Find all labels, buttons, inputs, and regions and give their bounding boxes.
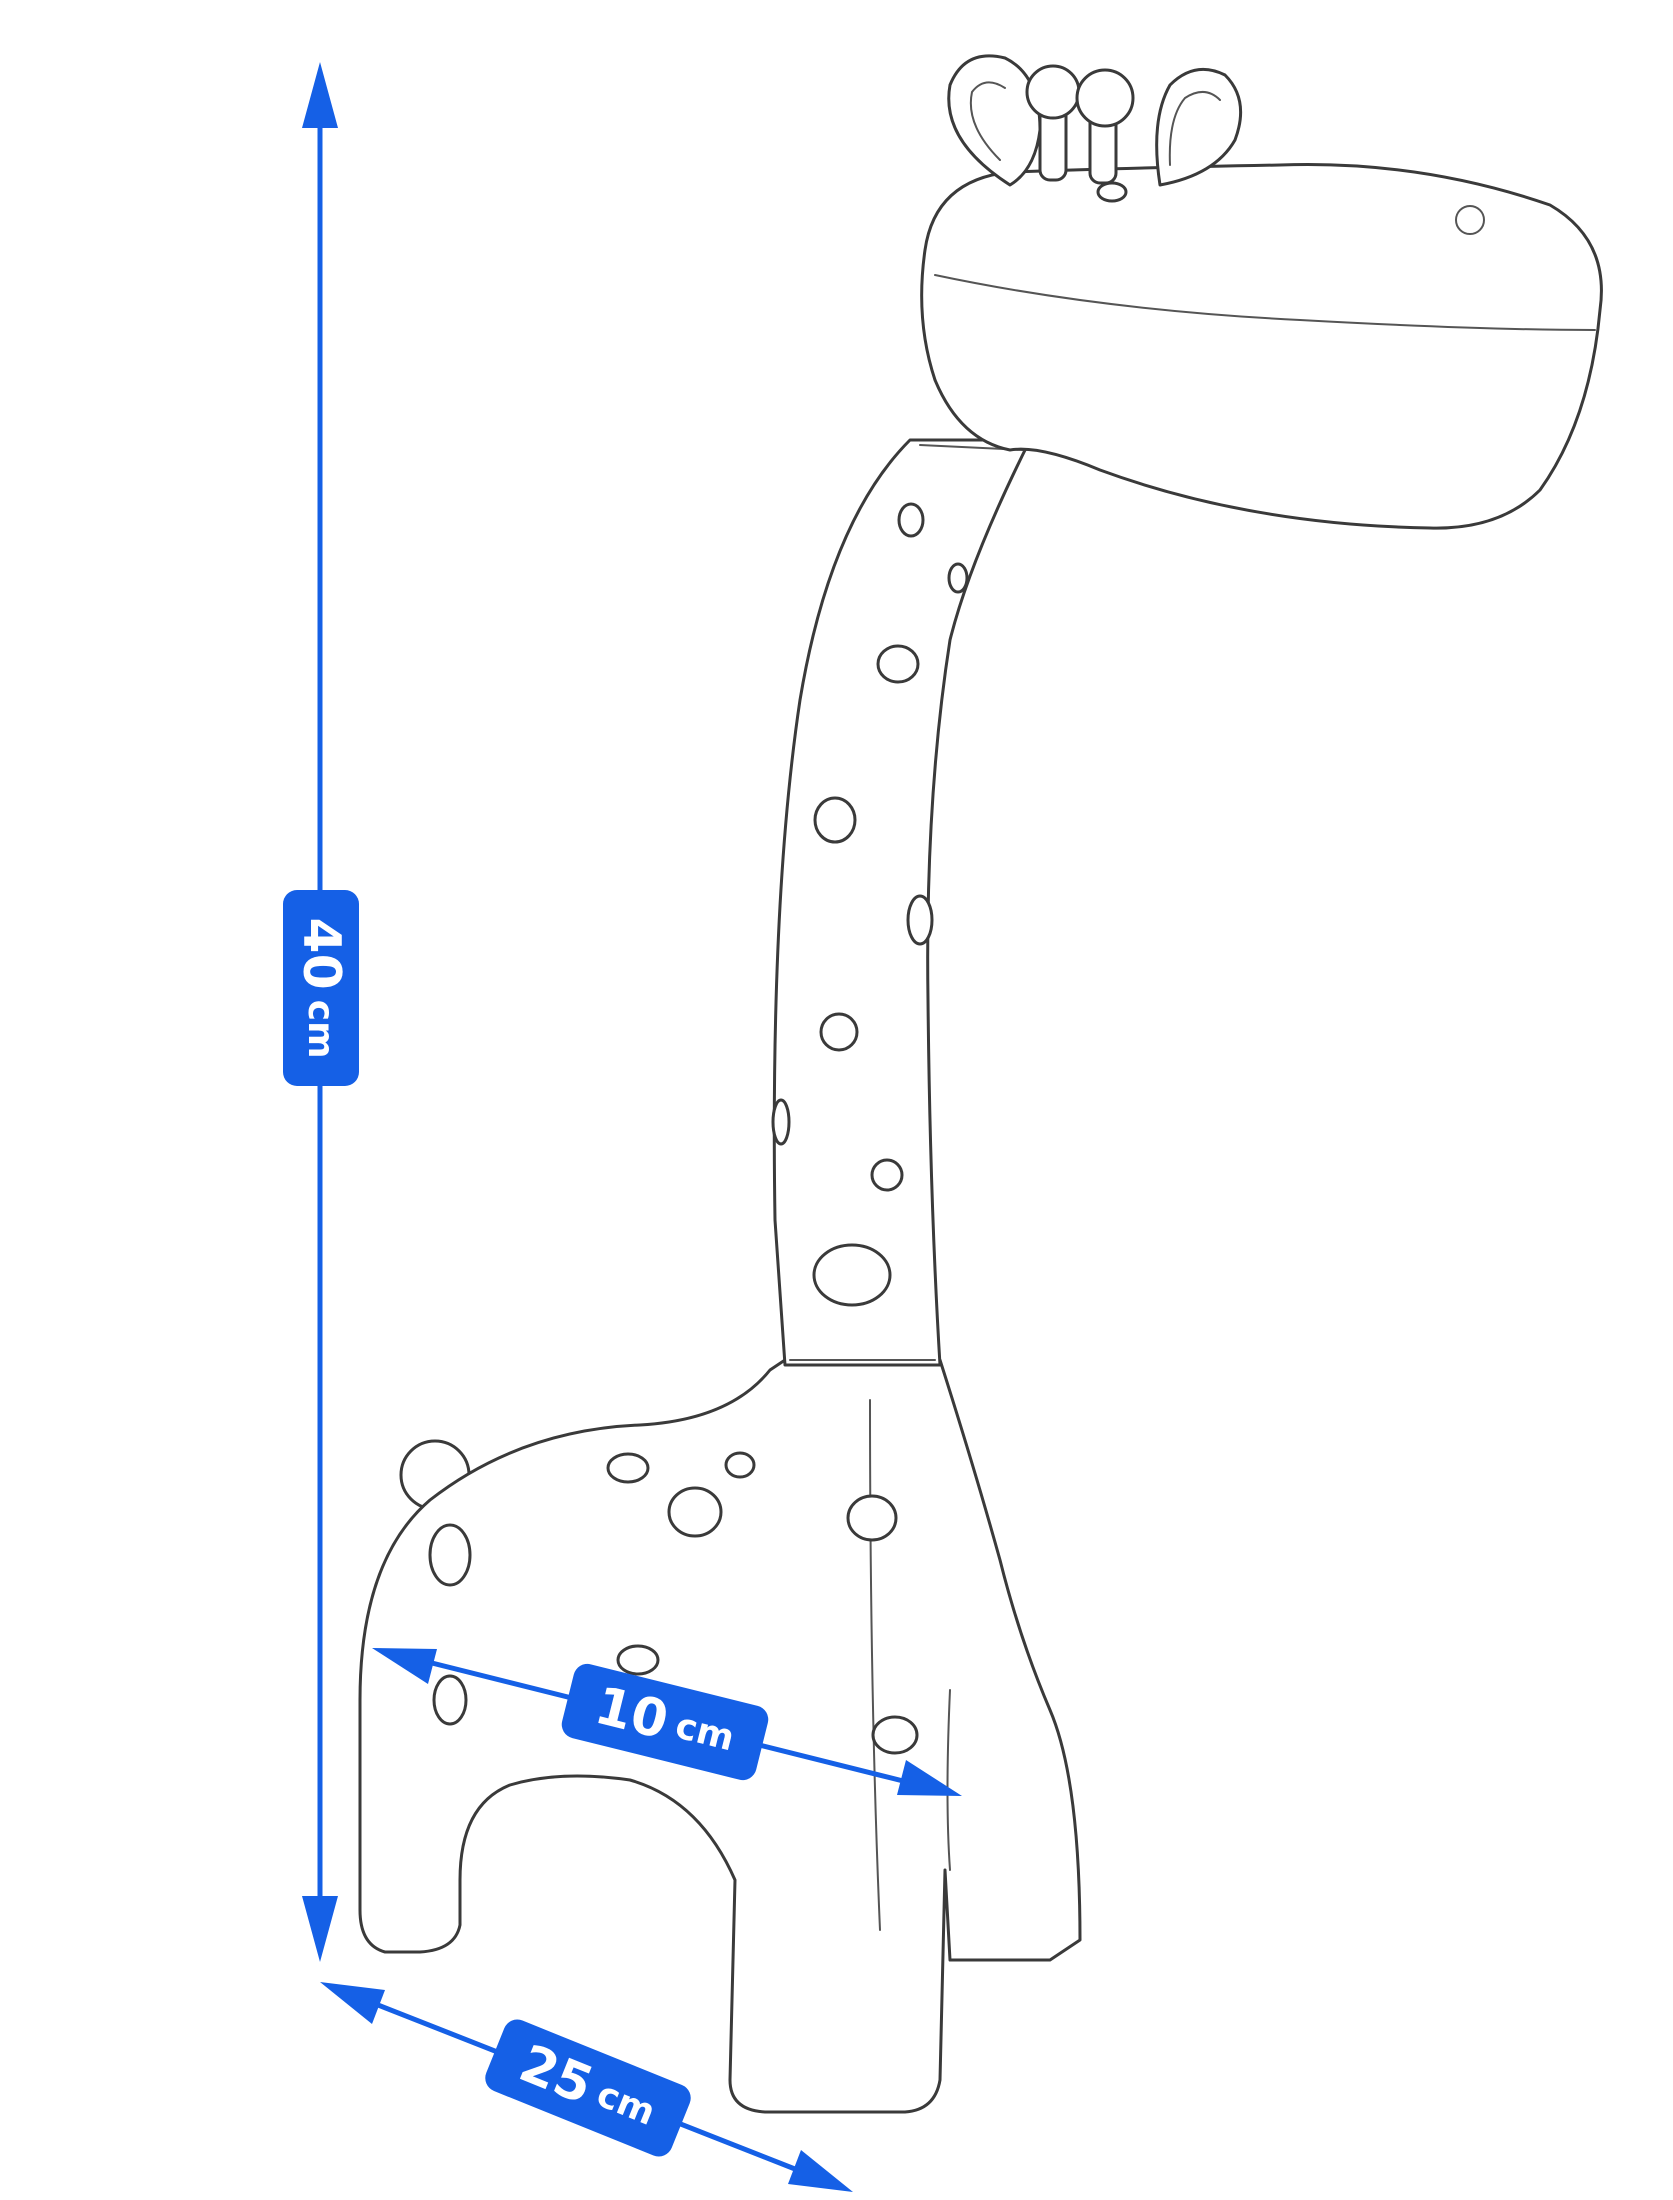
giraffe-right-ear-inner: [1168, 91, 1221, 166]
giraffe-spot: [771, 1098, 791, 1146]
body-width-dimension: 10cm: [372, 1648, 962, 1796]
giraffe-spot: [897, 502, 925, 538]
base-depth-arrowhead-left: [320, 1982, 385, 2024]
giraffe-spot: [947, 562, 969, 594]
base-depth-arrowhead-right: [788, 2150, 853, 2192]
height-label: 40 cm: [291, 917, 351, 1058]
giraffe-spot: [870, 1158, 904, 1192]
giraffe-spot: [876, 644, 920, 684]
giraffe-spot: [846, 1494, 898, 1542]
giraffe-spot: [813, 796, 857, 844]
base-depth-label-box: [485, 2019, 691, 2157]
body-width-arrowhead-left: [372, 1648, 437, 1684]
giraffe-leg-seam: [869, 1399, 881, 1931]
height-unit: cm: [301, 1000, 342, 1059]
giraffe-nostril: [1455, 205, 1485, 235]
giraffe-lamp-illustration: [358, 54, 1603, 2114]
giraffe-eye: [1096, 181, 1128, 203]
height-label-box: [283, 890, 359, 1086]
giraffe-spot: [606, 1452, 650, 1484]
giraffe-horn-knob: [1025, 64, 1081, 120]
height-arrowhead-top: [302, 62, 338, 128]
giraffe-spot: [724, 1451, 756, 1479]
body-width-label-box: [561, 1663, 769, 1781]
giraffe-spot: [819, 1012, 859, 1052]
giraffe-spot: [428, 1523, 472, 1587]
giraffe-head: [920, 163, 1603, 530]
giraffe-spot: [616, 1644, 660, 1676]
height-dimension: 40 cm: [283, 62, 359, 1962]
giraffe-spot: [812, 1243, 892, 1307]
giraffe-spot: [906, 894, 934, 946]
height-value: 40: [291, 917, 351, 989]
giraffe-left-ear: [947, 54, 1042, 187]
giraffe-spot: [871, 1715, 919, 1755]
giraffe-mouth-line: [934, 274, 1596, 331]
giraffe-spot: [432, 1674, 468, 1726]
giraffe-neck: [772, 438, 1032, 1367]
giraffe-left-ear-inner: [969, 81, 1006, 161]
giraffe-horn-knob: [1075, 68, 1135, 128]
body-width-arrowhead-right: [897, 1760, 962, 1796]
giraffe-spot: [667, 1486, 723, 1538]
base-depth-dimension: 25cm: [320, 1982, 853, 2192]
height-arrowhead-bottom: [302, 1896, 338, 1962]
